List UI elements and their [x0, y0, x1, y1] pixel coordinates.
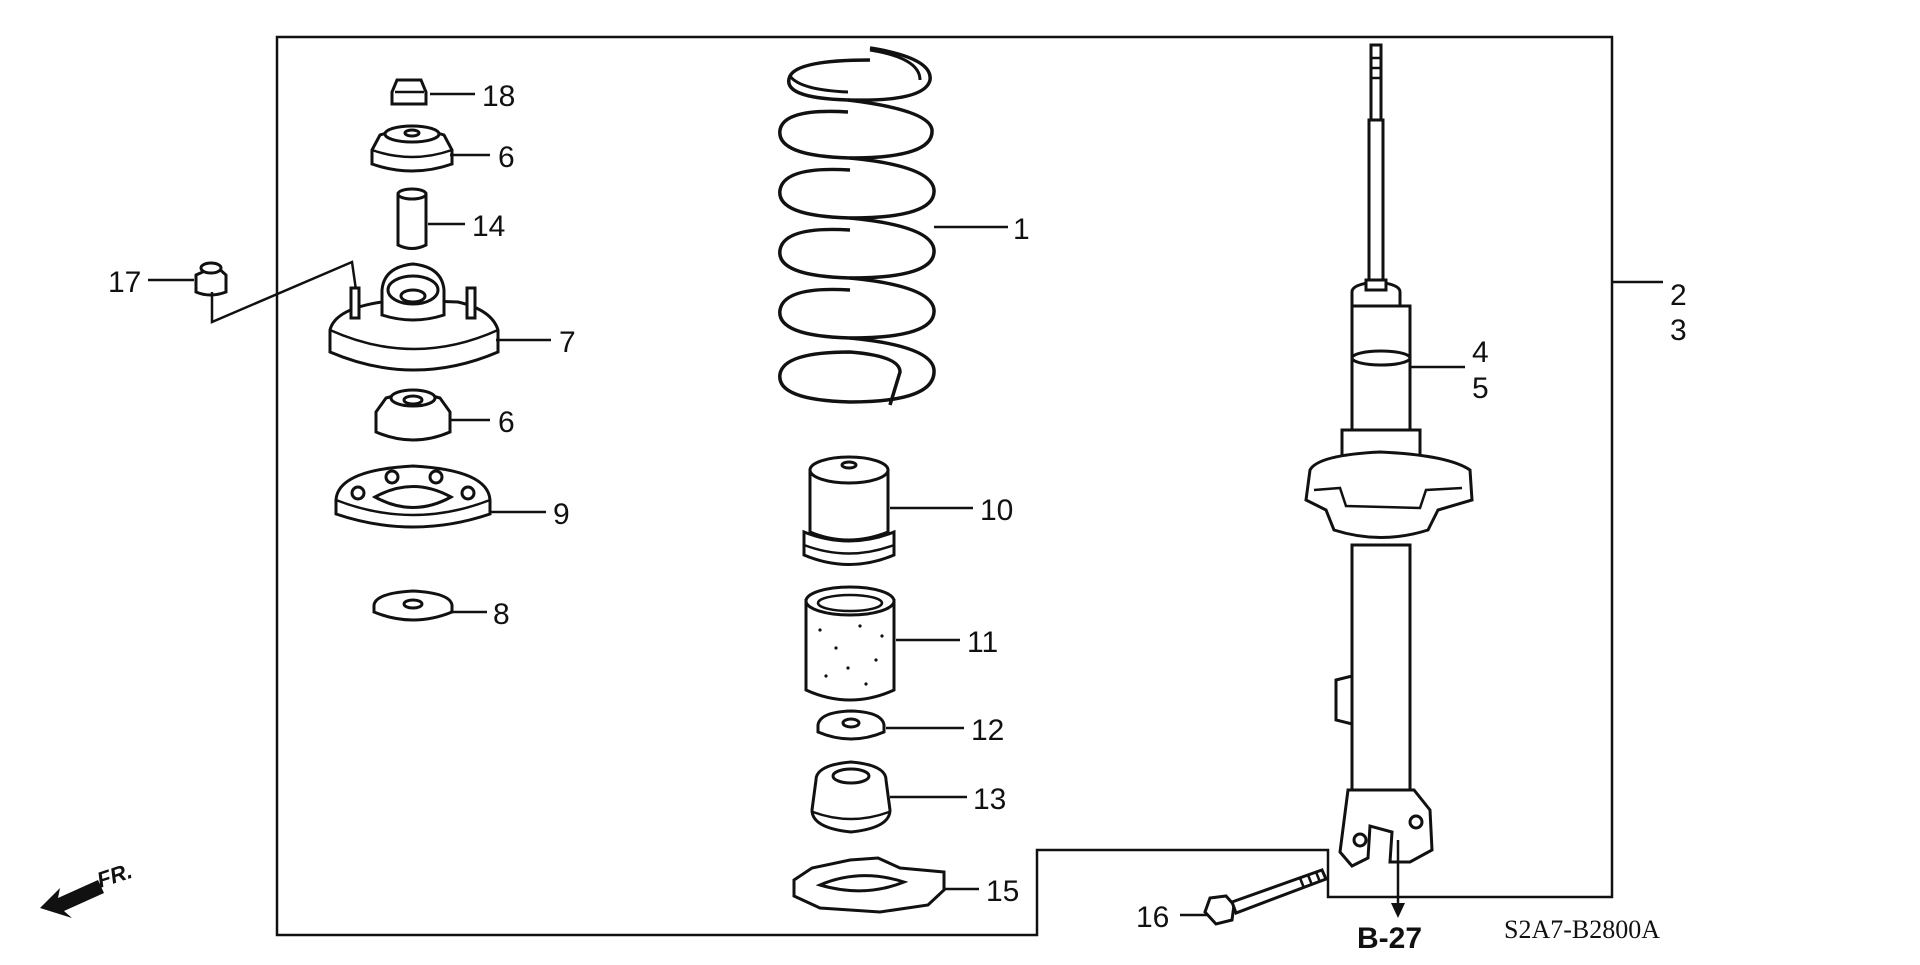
part-collar-14: [396, 187, 428, 250]
callout-15: 15: [986, 875, 1019, 908]
reference-b27: B-27: [1357, 922, 1422, 955]
callout-9: 9: [553, 498, 570, 531]
part-coil-spring-1: [778, 46, 936, 406]
part-mount-cushion-lower: [374, 388, 452, 442]
part-spring-seat-15: [792, 856, 946, 914]
callout-11: 11: [967, 626, 998, 659]
callout-18: 18: [482, 80, 515, 113]
arrow-down-icon: [1391, 903, 1405, 918]
callout-10: 10: [980, 494, 1013, 527]
callout-2: 2: [1670, 279, 1687, 312]
callout-1: 1: [1013, 213, 1030, 246]
callout-6-upper: 6: [498, 141, 515, 174]
part-nut-18: [390, 78, 428, 106]
front-direction-arrow-icon: [40, 880, 104, 918]
callout-5: 5: [1472, 372, 1489, 405]
part-spring-seat-9: [334, 464, 492, 529]
part-bump-rubber-13: [810, 760, 892, 834]
callout-4: 4: [1472, 336, 1489, 369]
part-bump-stop-11: [804, 585, 896, 702]
part-mount-cushion-upper: [370, 124, 454, 173]
assembly-boundary-frame: [275, 35, 1614, 937]
part-shock-mount-base-7: [328, 262, 500, 372]
front-direction-label: FR.: [94, 858, 135, 893]
part-flange-nut-17: [194, 261, 228, 297]
callout-14: 14: [472, 210, 505, 243]
callout-17: 17: [108, 266, 141, 299]
part-flange-bolt-16: [1203, 868, 1329, 926]
callout-12: 12: [971, 714, 1004, 747]
leader-17-to-7: [210, 260, 358, 324]
callout-3: 3: [1670, 314, 1687, 347]
part-dust-boot-10: [802, 455, 896, 566]
callout-7: 7: [559, 326, 576, 359]
callout-13: 13: [973, 783, 1006, 816]
callout-8: 8: [493, 598, 510, 631]
diagram-code: S2A7-B2800A: [1504, 915, 1660, 944]
callout-16: 16: [1136, 901, 1169, 934]
part-shock-absorber-strut: [1304, 43, 1474, 868]
part-washer-8: [372, 589, 454, 622]
callout-6-lower: 6: [498, 406, 515, 439]
part-plate-12: [816, 709, 886, 741]
